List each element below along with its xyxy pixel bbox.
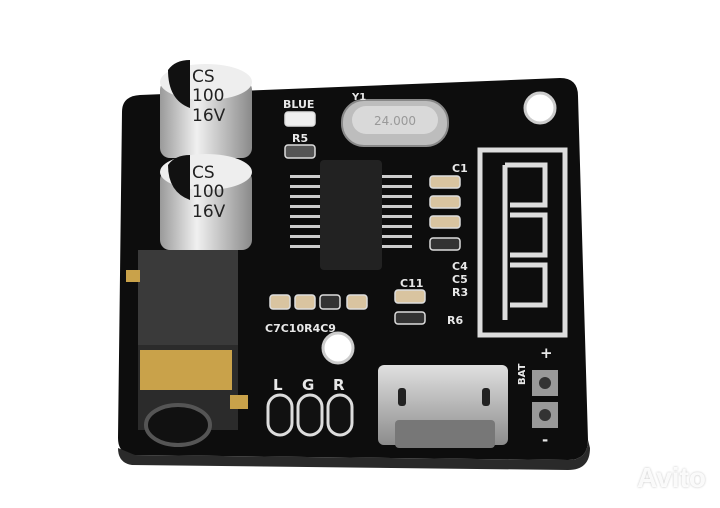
- crystal-top: [352, 106, 438, 134]
- label-r3: R3: [452, 286, 468, 299]
- label-c11: C11: [400, 277, 423, 290]
- capacitor-value: 100: [192, 86, 224, 106]
- label-y1: Y1: [351, 92, 366, 103]
- capacitor-brand: CS: [192, 67, 215, 87]
- mount-hole: [321, 331, 355, 365]
- label-bottom-row: C7C10R4C9: [265, 322, 336, 335]
- avito-watermark: Avito: [637, 462, 706, 493]
- smd-components: [269, 111, 461, 325]
- capacitor-top: [160, 60, 252, 158]
- ic-pins: [290, 175, 412, 248]
- capacitor-voltage: 16V: [192, 202, 226, 222]
- crystal-label: 24.000: [374, 114, 416, 128]
- battery-pad-hole: [539, 409, 551, 421]
- micro-usb-port: [378, 365, 508, 448]
- capacitor-brand: CS: [192, 163, 215, 183]
- label-g: G: [302, 376, 314, 394]
- label-l: L: [273, 376, 283, 394]
- battery-pad-hole: [539, 377, 551, 389]
- audio-jack: [126, 250, 248, 447]
- antenna-trace: [477, 147, 568, 338]
- label-r5: R5: [292, 132, 308, 145]
- label-c1: C1: [452, 162, 468, 175]
- label-blue: BLUE: [283, 98, 314, 111]
- capacitor-bottom: [160, 154, 252, 250]
- label-minus: -: [542, 431, 548, 449]
- capacitor-voltage: 16V: [192, 106, 226, 126]
- label-r6: R6: [447, 314, 463, 327]
- capacitor-value: 100: [192, 182, 224, 202]
- label-c5: C5: [452, 273, 468, 286]
- audio-output-pads: [266, 393, 354, 437]
- label-c4: C4: [452, 260, 468, 273]
- label-plus: +: [540, 344, 553, 362]
- pad-g: [296, 393, 324, 437]
- mount-hole: [523, 91, 557, 125]
- pad-r: [326, 393, 354, 437]
- label-bat: BAT: [517, 363, 528, 385]
- pcb-edge: [118, 440, 590, 470]
- pad-l: [266, 393, 294, 437]
- label-r: R: [333, 376, 345, 394]
- ic-chip: [320, 160, 382, 270]
